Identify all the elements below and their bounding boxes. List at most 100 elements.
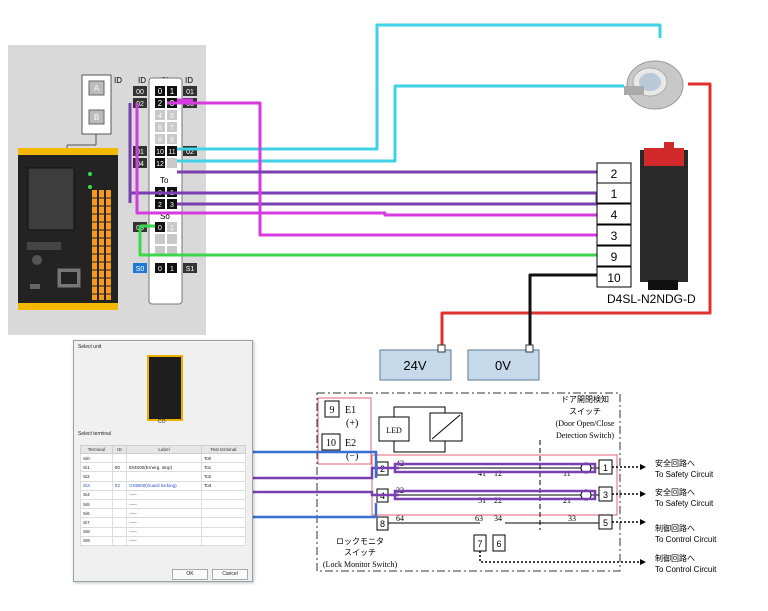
si-id-left: 01 — [136, 149, 144, 156]
svg-text:10: 10 — [326, 438, 336, 449]
table-header: Terminal ID Label Test terminal — [80, 445, 247, 454]
si-terminal: 1 — [170, 87, 175, 96]
terminal-label: 4 — [611, 208, 618, 222]
to-label: To — [160, 176, 169, 185]
select-terminal-title: Select terminal — [78, 431, 112, 437]
si-id-right: 02 — [186, 149, 194, 156]
terminal-label: 3 — [611, 229, 618, 243]
unit-thumbnail[interactable] — [147, 355, 183, 421]
svg-text:7: 7 — [477, 539, 482, 549]
s0-label: S0 — [136, 266, 145, 273]
col-test-terminal: Test terminal — [200, 445, 247, 454]
col-id: ID — [111, 445, 128, 454]
so-label: So — [160, 212, 170, 221]
svg-text:8: 8 — [380, 519, 385, 529]
id-box-label-a: A — [94, 84, 100, 93]
id-label-mid: ID — [138, 76, 146, 85]
schematic-frame — [316, 392, 621, 572]
so-terminal: 0 — [158, 266, 162, 273]
svg-text:E2: E2 — [345, 438, 356, 449]
svg-text:9: 9 — [330, 405, 335, 416]
select-unit-title: Select unit — [78, 344, 102, 350]
terminal-column: 2 1 4 3 9 10 — [596, 162, 632, 288]
contact-frame — [371, 454, 618, 516]
svg-text:安全回路へ: 安全回路へ — [655, 487, 695, 497]
e-terminal-frame — [317, 397, 372, 465]
unit-caption: CO — [158, 419, 166, 425]
svg-text:11: 11 — [563, 469, 571, 478]
svg-text:To Safety Circuit: To Safety Circuit — [655, 499, 714, 508]
svg-text:12: 12 — [494, 469, 502, 478]
terminal-label: 9 — [611, 250, 618, 264]
svg-text:(+): (+) — [346, 418, 358, 429]
svg-text:64: 64 — [396, 514, 404, 523]
select-dialog: Select unit CO Select terminal Terminal … — [73, 340, 253, 582]
terminal-label: 2 — [611, 167, 618, 181]
svg-text:5: 5 — [170, 113, 174, 120]
table-row[interactable]: Si8----- — [80, 526, 247, 537]
svg-text:6: 6 — [496, 539, 501, 549]
svg-text:ドア開閉検知: ドア開閉検知 — [561, 394, 609, 404]
svg-text:制御回路へ: 制御回路へ — [655, 553, 695, 563]
svg-text:3: 3 — [170, 202, 174, 209]
controller-unit-image — [18, 148, 118, 310]
si-terminal: 0 — [158, 87, 163, 96]
ok-button[interactable]: OK — [172, 569, 208, 580]
svg-text:21: 21 — [563, 496, 571, 505]
col-label: Label — [126, 445, 202, 454]
svg-text:33: 33 — [568, 514, 576, 523]
id-label-left: ID — [114, 76, 122, 85]
svg-text:To Control Circuit: To Control Circuit — [655, 565, 717, 574]
svg-text:(Door Open/Close: (Door Open/Close — [556, 419, 615, 428]
svg-text:6: 6 — [158, 125, 162, 132]
si-terminal: 12 — [156, 161, 164, 168]
cancel-button[interactable]: Cancel — [212, 569, 248, 580]
svg-text:51: 51 — [478, 496, 486, 505]
svg-text:1: 1 — [170, 225, 174, 232]
svg-text:5: 5 — [603, 518, 608, 528]
svg-text:To Safety Circuit: To Safety Circuit — [655, 470, 714, 479]
svg-text:34: 34 — [494, 514, 502, 523]
so-terminal: 1 — [170, 266, 174, 273]
svg-text:41: 41 — [478, 469, 486, 478]
si-id-left: 02 — [136, 101, 144, 108]
svg-text:8: 8 — [158, 137, 162, 144]
svg-text:9: 9 — [170, 137, 174, 144]
table-row[interactable]: Si6----- — [80, 508, 247, 519]
terminal-block: ID Si ID 0 1 2 3 00 02 01 03 45 67 89 — [133, 76, 197, 305]
svg-text:スイッチ: スイッチ — [569, 407, 601, 416]
svg-text:0: 0 — [158, 225, 162, 232]
svg-text:スイッチ: スイッチ — [344, 548, 376, 557]
svg-text:7: 7 — [170, 125, 174, 132]
id-label-right: ID — [185, 76, 193, 85]
table-row[interactable]: Si5----- — [80, 498, 247, 510]
si-terminal: 11 — [168, 149, 175, 156]
device-name: D4SL-N2NDG-D — [607, 292, 696, 306]
svg-text:22: 22 — [494, 496, 502, 505]
svg-text:3: 3 — [603, 490, 608, 500]
svg-text:制御回路へ: 制御回路へ — [655, 523, 695, 533]
svg-text:(Lock Monitor Switch): (Lock Monitor Switch) — [323, 560, 398, 569]
svg-text:63: 63 — [475, 514, 483, 523]
svg-text:ロックモニタ: ロックモニタ — [336, 537, 384, 546]
table-row[interactable]: Si4----- — [80, 489, 247, 500]
id-box-label-b: B — [94, 113, 99, 122]
si-terminal: 10 — [156, 149, 164, 156]
si-terminal: 2 — [158, 99, 163, 108]
svg-text:(−): (−) — [346, 451, 358, 462]
power-24v — [379, 349, 452, 381]
svg-text:安全回路へ: 安全回路へ — [655, 458, 695, 468]
table-row[interactable]: Si7----- — [80, 517, 247, 528]
table-row[interactable]: Si9----- — [80, 535, 247, 546]
si-id-left: 00 — [136, 89, 144, 96]
svg-text:Detection Switch): Detection Switch) — [556, 431, 614, 440]
svg-text:0V: 0V — [495, 358, 511, 373]
si-id-left: 04 — [136, 161, 144, 168]
svg-text:1: 1 — [603, 463, 608, 473]
